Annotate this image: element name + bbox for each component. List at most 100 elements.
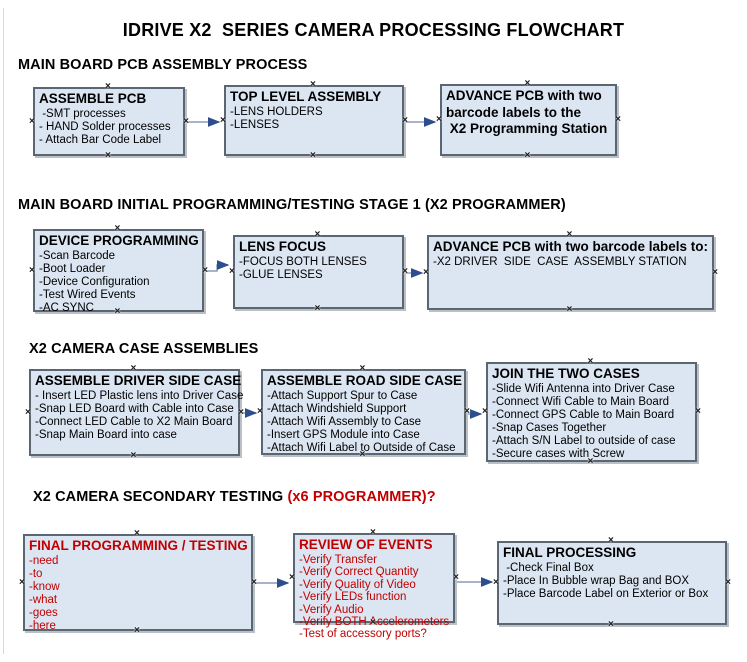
box-title: ASSEMBLE DRIVER SIDE CASE (35, 373, 242, 388)
connector-point-icon: × (238, 406, 244, 418)
connector-point-icon: × (29, 115, 35, 127)
connector-point-icon: × (587, 456, 594, 467)
box-item: -FOCUS BOTH LENSES (239, 256, 367, 268)
connector-point-icon: × (310, 79, 316, 90)
box-title: DEVICE PROGRAMMING (39, 233, 199, 248)
flow-box-assemble-driver-side-case: ×××× ASSEMBLE DRIVER SIDE CASE - Insert … (25, 364, 244, 461)
connector-point-icon: × (25, 406, 31, 418)
connector-point-icon: × (370, 527, 376, 538)
connector-point-icon: × (114, 306, 121, 317)
connector-point-icon: × (566, 229, 573, 240)
box-item: -Attach Windshield Support (267, 403, 407, 415)
connector-point-icon: × (202, 264, 208, 276)
box-item: -need (29, 555, 59, 567)
box-title: LENS FOCUS (239, 239, 327, 254)
box-item: -Check Final Box (503, 562, 594, 574)
box-item: -Test Wired Events (39, 289, 136, 301)
box-item: -Insert GPS Module into Case (267, 429, 420, 441)
flow-box-assemble-pcb: ×××× ASSEMBLE PCB -SMT processes - HAND … (29, 82, 189, 161)
box-item: -X2 DRIVER SIDE CASE ASSEMBLY STATION (433, 256, 687, 268)
box-item: -Snap Main Board into case (35, 429, 177, 441)
box-item: - Insert LED Plastic lens into Driver Ca… (35, 390, 244, 402)
connector-point-icon: × (183, 115, 189, 127)
connector-point-icon: × (725, 577, 731, 588)
connector-point-icon: × (482, 406, 488, 417)
box-item: -LENS HOLDERS (230, 106, 323, 118)
box-item: -Scan Barcode (39, 250, 116, 262)
box-item: -Place Barcode Label on Exterior or Box (503, 588, 709, 600)
connector-point-icon: × (289, 572, 295, 583)
flow-box-review-of-events: ×××× REVIEW OF EVENTS -Verify Transfer -… (289, 528, 459, 641)
box-item: -LENSES (230, 119, 280, 131)
box-item: -Verify Transfer (299, 554, 377, 566)
flow-box-join-the-two-cases: ×××× JOIN THE TWO CASES -Slide Wifi Ante… (482, 357, 701, 467)
connector-point-icon: × (423, 266, 429, 278)
box-item: -Attach Support Spur to Case (267, 390, 418, 402)
box-title: ASSEMBLE ROAD SIDE CASE (267, 373, 463, 388)
connector-point-icon: × (402, 114, 408, 126)
box-item: -Snap LED Board with Cable into Case (35, 403, 234, 415)
page-edge-line (3, 8, 4, 654)
connector-point-icon: × (134, 528, 140, 539)
box-title: FINAL PROCESSING (503, 545, 637, 560)
box-item: -Attach S/N Label to outside of case (492, 435, 676, 447)
box-item: -know (29, 581, 60, 593)
section-heading-initial-programming: MAIN BOARD INITIAL PROGRAMMING/TESTING S… (18, 197, 566, 213)
box-item: -Boot Loader (39, 263, 106, 275)
box-title: JOIN THE TWO CASES (492, 366, 640, 381)
connector-point-icon: × (359, 363, 366, 374)
connector-point-icon: × (524, 150, 531, 161)
connector-point-icon: × (105, 150, 111, 161)
connector-point-icon: × (493, 577, 499, 588)
box-item: -Connect Wifi Cable to Main Board (492, 396, 670, 408)
flow-box-advance-pcb-programming-station: × × × × ADVANCE PCB with two barcode labels… (436, 79, 621, 161)
section-heading-pcb-assembly: MAIN BOARD PCB ASSEMBLY PROCESS (18, 57, 308, 73)
box-item: -what (29, 594, 58, 606)
connector-point-icon: × (566, 304, 573, 315)
box-item: - Attach Bar Code Label (39, 134, 162, 146)
arrow-device-programming-to-lens-focus (206, 260, 230, 272)
box-item: -AC SYNC (39, 302, 94, 314)
flow-box-final-programming-testing: ×××× FINAL PROGRAMMING / TESTING -need -… (19, 529, 257, 636)
connector-point-icon: × (359, 449, 366, 460)
connector-point-icon: × (134, 625, 140, 636)
connector-point-icon: × (310, 150, 316, 161)
box-item: barcode labels to the (446, 105, 582, 120)
box-item: -Verify LEDs function (299, 591, 407, 604)
connector-point-icon: × (229, 266, 235, 277)
box-item: -GLUE LENSES (239, 269, 323, 281)
box-title: ADVANCE PCB with two barcode labels to: (433, 239, 709, 254)
box-item: -Attach Wifi Label to Outside of Case (267, 442, 456, 454)
box-item: -Device Configuration (39, 276, 150, 288)
flow-box-final-processing: ×××× FINAL PROCESSING -Check Final Box -… (493, 536, 731, 630)
flow-box-top-level-assembly: ×××× TOP LEVEL ASSEMBLY -LENS HOLDERS -L… (220, 80, 408, 161)
box-title: ADVANCE PCB with two (446, 88, 602, 103)
connector-point-icon: × (695, 406, 701, 417)
box-item: -Slide Wifi Antenna into Driver Case (492, 383, 675, 395)
connector-point-icon: × (712, 266, 718, 278)
connector-point-icon: × (114, 223, 121, 234)
section-heading-case-assemblies: X2 CAMERA CASE ASSEMBLIES (29, 341, 259, 357)
flow-box-device-programming: ×××× DEVICE PROGRAMMING -Scan Barcode -B… (29, 224, 208, 317)
connector-point-icon: × (615, 114, 621, 125)
box-title: REVIEW OF EVENTS (299, 537, 433, 552)
box-item: -Attach Wifi Assembly to Case (267, 416, 422, 428)
box-item: -to (29, 568, 43, 580)
section-heading-secondary-testing-black: X2 CAMERA SECONDARY TESTING (33, 489, 284, 505)
box-item: -Secure cases with Screw (492, 448, 625, 460)
box-title: TOP LEVEL ASSEMBLY (230, 89, 382, 104)
box-item: - HAND Solder processes (39, 121, 171, 133)
connector-point-icon: × (105, 81, 111, 92)
connector-point-icon: × (257, 406, 263, 417)
connector-point-icon: × (314, 229, 321, 240)
flow-box-advance-pcb-driver-side-station: × × × × ADVANCE PCB with two barcode labels… (423, 230, 718, 315)
connector-point-icon: × (608, 619, 614, 630)
connector-point-icon: × (19, 576, 25, 588)
connector-point-icon: × (524, 78, 531, 89)
connector-point-icon: × (402, 266, 408, 277)
connector-point-icon: × (464, 406, 470, 417)
connector-point-icon: × (130, 363, 137, 374)
connector-point-icon: × (436, 114, 442, 125)
section-heading-secondary-testing-red: (x6 PROGRAMMER)? (283, 489, 436, 505)
